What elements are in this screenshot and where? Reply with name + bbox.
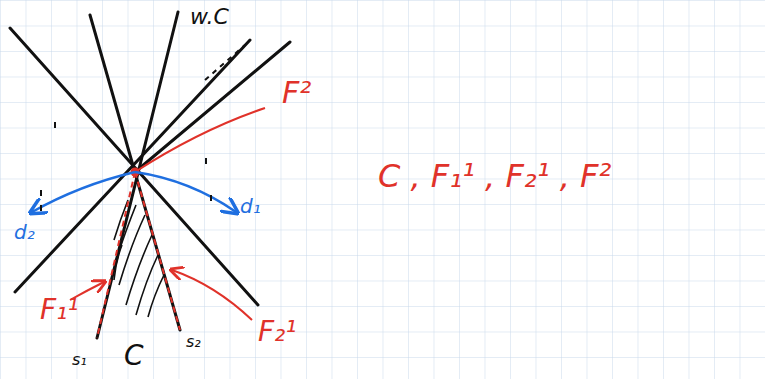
tick <box>40 190 42 196</box>
cone-hatching <box>114 200 164 317</box>
leader-F2 <box>172 270 252 320</box>
vector-label: d₂ <box>14 222 35 242</box>
hatch <box>136 255 158 315</box>
ray-label: s₂ <box>186 334 201 350</box>
cone-label: C <box>124 342 144 370</box>
normal-d2 <box>32 172 135 212</box>
face-label: F₂¹ <box>258 318 297 346</box>
tick <box>210 195 212 201</box>
hatch <box>148 275 164 317</box>
ray-label: s₁ <box>72 352 87 368</box>
face-F1 <box>97 172 135 338</box>
normals <box>32 172 236 212</box>
line <box>135 42 290 172</box>
face-label: F₁¹ <box>40 296 79 324</box>
dashed-mark <box>205 45 245 80</box>
tick <box>54 122 56 128</box>
ray-s1 <box>97 12 178 338</box>
face-F2-leader <box>135 108 265 172</box>
tick <box>205 158 207 164</box>
face-label: F² <box>282 78 311 108</box>
set-label: w.C <box>190 6 229 28</box>
face-F2 <box>135 172 180 330</box>
normal-d1 <box>135 172 236 212</box>
lines-through-point <box>10 12 290 338</box>
tick <box>40 205 42 211</box>
hatch <box>126 235 152 305</box>
red-marks <box>70 108 265 338</box>
face-list: C , F₁¹ , F₂¹ , F² <box>378 160 611 192</box>
vector-label: d₁ <box>240 196 261 216</box>
tick-marks <box>40 122 212 211</box>
